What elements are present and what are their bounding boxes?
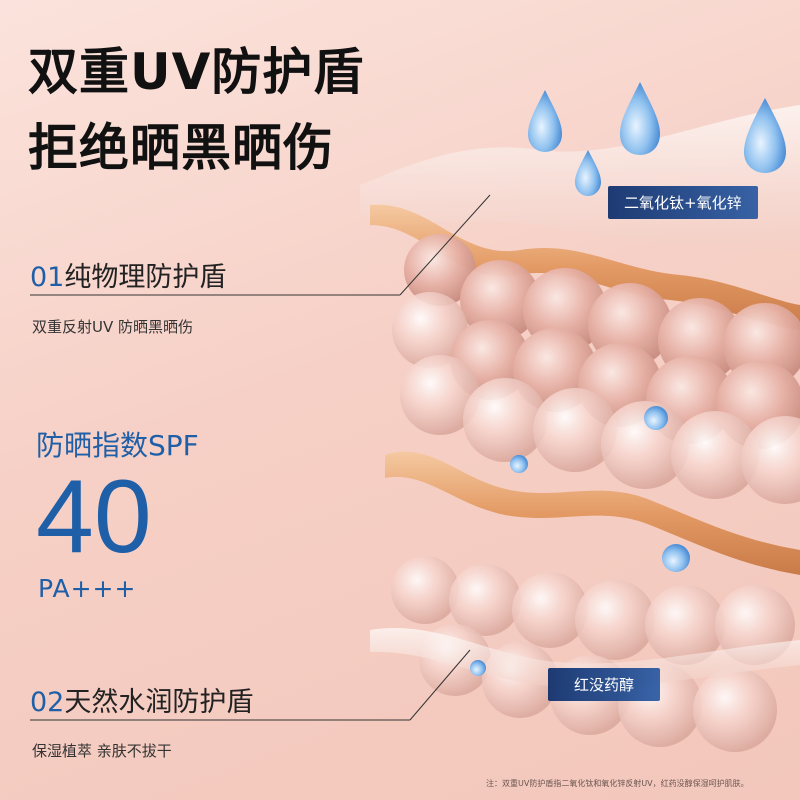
section1-subtitle: 双重反射UV 防晒黑晒伤 [32, 318, 194, 336]
section2-heading: 02天然水润防护盾 [30, 680, 253, 719]
section1-heading: 01纯物理防护盾 [30, 255, 226, 294]
section2-subtitle: 保湿植萃 亲肤不拔干 [32, 742, 172, 760]
badge-bisabolol: 红没药醇 [548, 668, 661, 701]
headline-line1: 双重UV防护盾 [28, 43, 365, 101]
spf-label: 防晒指数SPF [36, 429, 199, 462]
footnote: 注：双重UV防护盾指二氧化钛和氧化锌反射UV，红药没醇保湿呵护肌肤。 [486, 779, 749, 788]
section2-title: 天然水润防护盾 [64, 687, 254, 718]
headline-line2: 拒绝晒黑晒伤 [28, 119, 334, 177]
section2-number: 02 [30, 687, 65, 718]
section1-title: 纯物理防护盾 [64, 262, 227, 293]
spf-value: 40 [36, 459, 152, 575]
section1-number: 01 [30, 262, 65, 293]
pa-rating: PA+++ [38, 574, 137, 603]
badge-titanium-zinc: 二氧化钛+氧化锌 [608, 186, 758, 219]
droplet-group [470, 82, 786, 676]
